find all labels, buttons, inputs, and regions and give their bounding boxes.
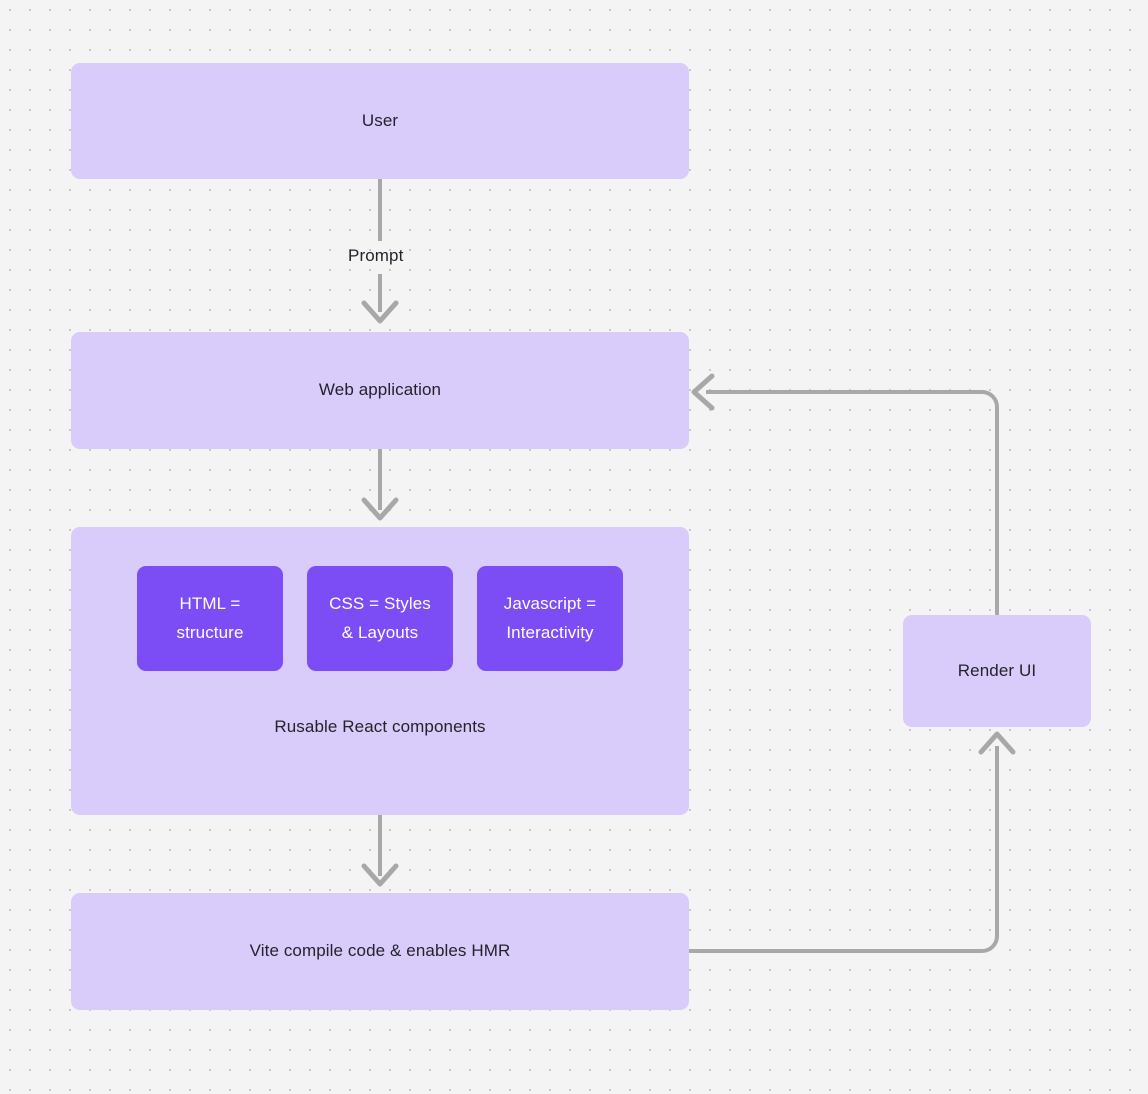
subnode-javascript-label: Javascript = Interactivity <box>503 593 597 642</box>
node-vite[interactable]: Vite compile code & enables HMR <box>71 893 689 1010</box>
edge-label-prompt: Prompt <box>348 246 404 265</box>
node-user-label: User <box>361 110 399 130</box>
node-react-components-label: Rusable React components <box>274 717 486 736</box>
edge-webapp-to-components <box>361 449 399 521</box>
edge-components-to-vite <box>361 815 399 887</box>
node-render-ui-label: Render UI <box>957 660 1037 680</box>
node-web-application[interactable]: Web application <box>71 332 689 449</box>
node-web-application-label: Web application <box>318 380 442 400</box>
arrowhead-down-icon <box>361 300 399 324</box>
edge-render-to-webapp <box>691 373 999 615</box>
subnode-row: HTML = structure CSS = Styles & Layouts … <box>71 566 689 671</box>
node-render-ui[interactable]: Render UI <box>903 615 1091 727</box>
subnode-css[interactable]: CSS = Styles & Layouts <box>307 566 453 671</box>
edge-vite-to-render <box>689 731 1016 953</box>
node-vite-label: Vite compile code & enables HMR <box>249 941 511 961</box>
node-react-components[interactable]: HTML = structure CSS = Styles & Layouts … <box>71 527 689 815</box>
arrowhead-down-icon <box>361 497 399 521</box>
subnode-html[interactable]: HTML = structure <box>137 566 283 671</box>
subnode-javascript[interactable]: Javascript = Interactivity <box>477 566 623 671</box>
arrowhead-down-icon <box>361 863 399 887</box>
subnode-css-label: CSS = Styles & Layouts <box>329 593 431 642</box>
node-user[interactable]: User <box>71 63 689 179</box>
arrowhead-left-icon <box>691 373 715 411</box>
arrowhead-up-icon <box>978 731 1016 755</box>
subnode-html-label: HTML = structure <box>176 593 244 642</box>
